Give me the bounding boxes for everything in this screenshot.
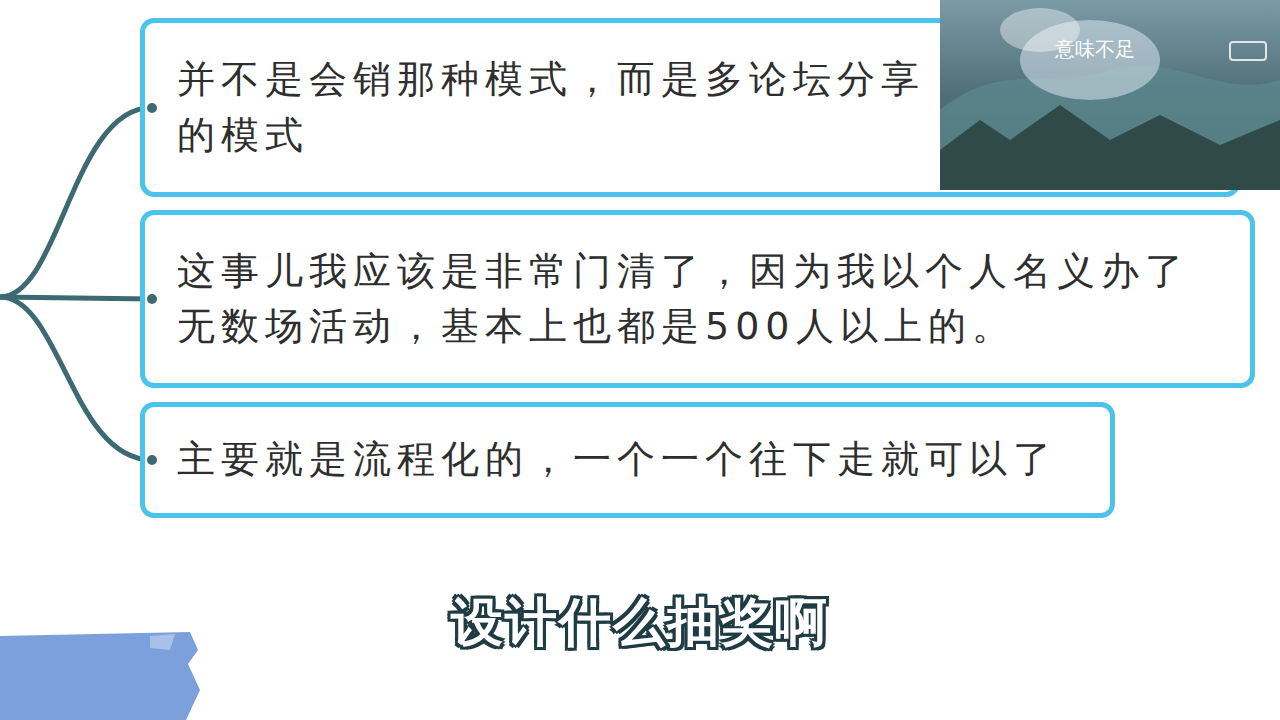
video-overlay: 意味不足	[940, 0, 1280, 190]
text-box: 主要就是流程化的，一个一个往下走就可以了	[140, 402, 1115, 518]
overlay-image	[940, 0, 1280, 190]
corner-highlight	[150, 634, 175, 650]
branch-line	[0, 297, 152, 299]
text-box: 这事儿我应该是非常门清了，因为我以个人名义办了无数场活动，基本上也都是500人以…	[140, 210, 1255, 388]
overlay-caption: 意味不足	[1055, 36, 1135, 63]
branch-line	[0, 108, 152, 298]
branch-group	[0, 108, 152, 461]
box-text: 主要就是流程化的，一个一个往下走就可以了	[177, 432, 1057, 487]
bullet-dot	[147, 455, 157, 465]
bullet-dot	[147, 103, 157, 113]
branch-line	[0, 297, 152, 460]
box-text: 并不是会销那种模式，而是多论坛分享的模式	[177, 52, 952, 162]
box-text: 这事儿我应该是非常门清了，因为我以个人名义办了无数场活动，基本上也都是500人以…	[177, 244, 1217, 354]
corner-decoration	[0, 632, 200, 720]
subtitle: 设计什么抽奖啊	[0, 588, 1280, 658]
bullet-dot	[147, 294, 157, 304]
